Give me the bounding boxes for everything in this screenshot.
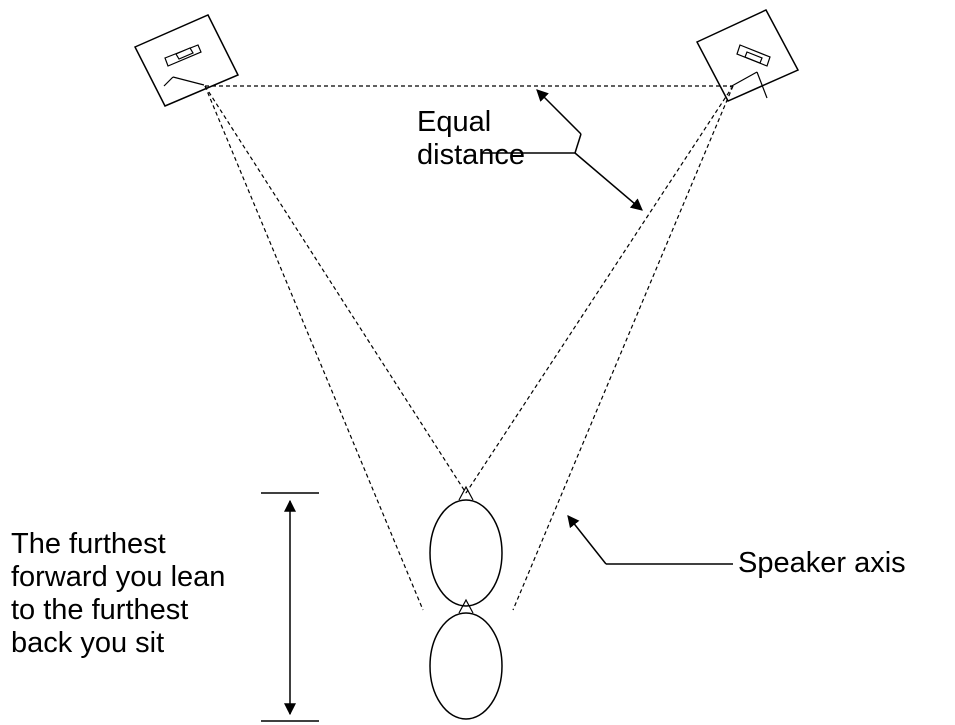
equal-distance-line-2: distance — [417, 139, 526, 171]
left-speaker-icon — [133, 14, 240, 107]
right-speaker-axis-line — [512, 85, 734, 611]
right-speaker-icon — [695, 9, 800, 102]
equal-distance-label: Equal distance — [417, 106, 525, 172]
left-speaker-axis-line — [204, 85, 424, 611]
listening-range-line-4: back you sit — [11, 627, 165, 659]
speaker-axis-label: Speaker axis — [738, 547, 906, 579]
listening-range-line-1: The furthest — [11, 528, 166, 560]
front-listener-head-icon — [429, 485, 503, 607]
back-listener-head-icon — [429, 598, 503, 720]
speaker-axis-callout — [567, 515, 733, 565]
listening-range-dimension — [261, 492, 319, 722]
equal-distance-callout — [481, 89, 643, 211]
listening-range-line-2: forward you lean — [11, 561, 226, 593]
listening-range-line-3: to the furthest — [11, 594, 189, 626]
equal-distance-line-1: Equal — [417, 106, 492, 138]
listening-range-label: The furthest forward you lean to the fur… — [11, 528, 225, 660]
left-speaker-to-front-head-line — [204, 85, 467, 494]
